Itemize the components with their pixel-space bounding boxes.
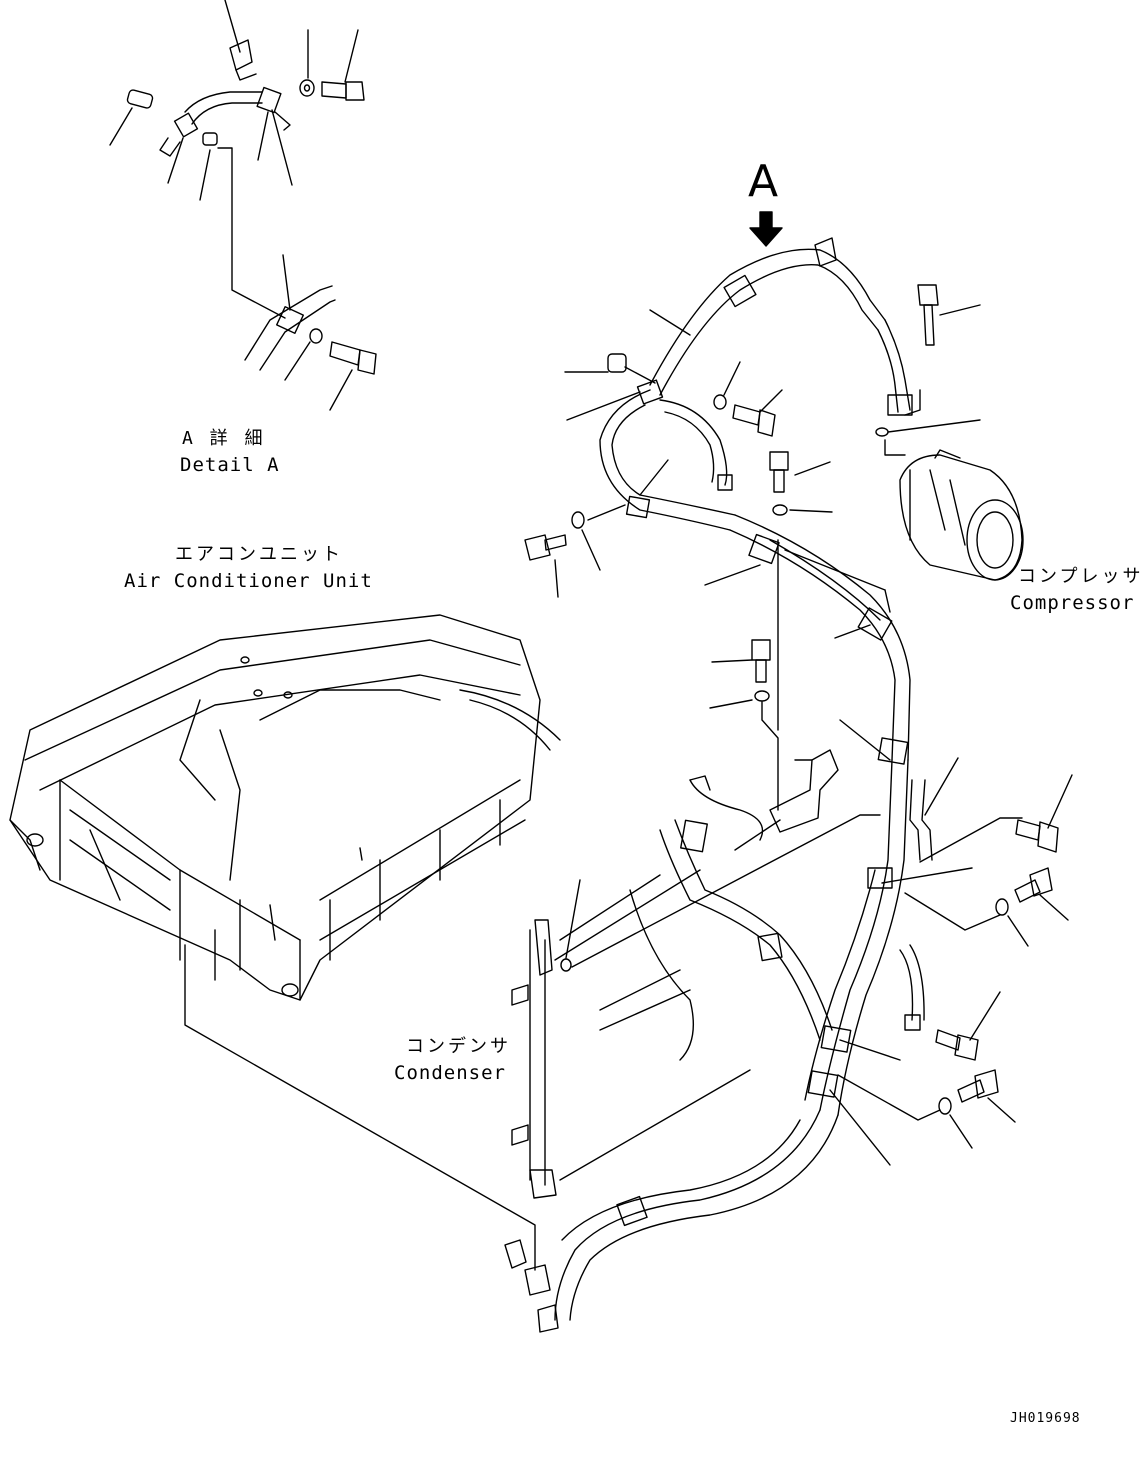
hose-assembly bbox=[504, 237, 933, 1333]
ac-unit-label-en: Air Conditioner Unit bbox=[124, 570, 373, 592]
ac-unit-label-jp: エアコンユニット bbox=[175, 544, 343, 565]
detail-a-label-jp: A 詳 細 bbox=[182, 428, 266, 449]
condenser-label-jp: コンデンサ bbox=[406, 1036, 511, 1057]
detail-a-label-en: Detail A bbox=[180, 454, 280, 476]
fasteners bbox=[524, 284, 1073, 1166]
compressor-drawing bbox=[875, 419, 1024, 581]
hose-bracket bbox=[769, 749, 839, 833]
ac-unit-leader bbox=[184, 944, 536, 1271]
view-arrow bbox=[749, 211, 783, 247]
compressor-label-jp: コンプレッサ bbox=[1018, 566, 1144, 587]
drawing-number: JH019698 bbox=[1010, 1411, 1081, 1426]
compressor-label-en: Compressor bbox=[1010, 592, 1135, 614]
air-conditioner-unit-drawing bbox=[9, 614, 561, 1001]
view-arrow-label: A bbox=[748, 156, 779, 207]
condenser-drawing bbox=[511, 814, 881, 1199]
condenser-label-en: Condenser bbox=[394, 1062, 506, 1084]
detail-a-drawing bbox=[109, 0, 377, 411]
